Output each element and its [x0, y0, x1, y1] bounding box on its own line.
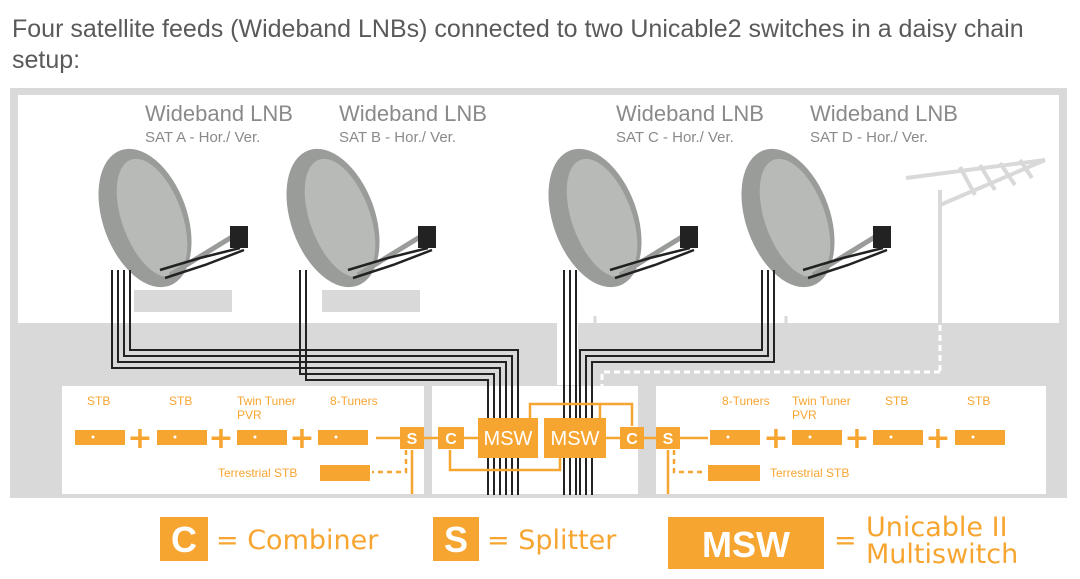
svg-text:=: =: [834, 525, 857, 556]
left-receiver-label-1: STB: [87, 394, 110, 408]
lnb-c-sub: SAT C - Hor./ Ver.: [616, 129, 734, 146]
legend-multiswitch: MSW = Unicable II Multiswitch: [668, 512, 1018, 570]
svg-text:C: C: [626, 431, 638, 448]
right-receiver-label-1: 8-Tuners: [722, 394, 770, 408]
lnb-d-label: Wideband LNB: [810, 101, 958, 126]
svg-text:C: C: [445, 431, 457, 448]
svg-text:= Combiner: = Combiner: [216, 525, 379, 556]
right-plus-1: +: [763, 421, 788, 456]
legend: C = Combiner S = Splitter MSW = Unicable…: [160, 512, 1018, 570]
left-receiver-4: [318, 430, 368, 445]
left-receiver-led-2: [173, 435, 177, 439]
satellite-dish-d: [741, 148, 891, 288]
svg-text:S: S: [663, 431, 674, 448]
svg-text:S: S: [444, 519, 468, 560]
left-receiver-label-3: Twin Tuner: [237, 394, 296, 408]
left-plus-1: +: [127, 421, 152, 456]
lnb-d-sub: SAT D - Hor./ Ver.: [810, 129, 928, 146]
left-receiver-label-3: PVR: [237, 408, 262, 422]
multiswitch-right: MSW: [544, 418, 606, 458]
right-receiver-led-1: [726, 435, 730, 439]
right-receiver-label-3: STB: [885, 394, 908, 408]
left-receiver-led-3: [253, 435, 257, 439]
right-receiver-1: [710, 430, 760, 445]
right-receiver-led-3: [889, 435, 893, 439]
terrestrial-stb-left: Terrestrial STB: [218, 465, 370, 481]
right-receiver-label-2: PVR: [792, 408, 817, 422]
left-plus-2: +: [208, 421, 233, 456]
right-receiver-led-4: [971, 435, 975, 439]
left-plus-3: +: [289, 421, 314, 456]
left-receiver-1: [75, 430, 125, 445]
legend-splitter: S = Splitter: [433, 517, 617, 561]
splitter-right: S: [656, 427, 680, 449]
left-receiver-led-4: [334, 435, 338, 439]
left-receiver-3: [237, 430, 287, 445]
satellite-dish-a: [98, 148, 248, 288]
svg-text:Terrestrial STB: Terrestrial STB: [770, 466, 849, 480]
right-receiver-4: [955, 430, 1005, 445]
coax-wiring: [376, 402, 708, 494]
right-plus-2: +: [844, 421, 869, 456]
left-receiver-led-1: [91, 435, 95, 439]
lnb-c-label: Wideband LNB: [616, 101, 764, 126]
legend-combiner: C = Combiner: [160, 517, 379, 561]
right-receiver-led-2: [808, 435, 812, 439]
svg-text:MSW: MSW: [702, 524, 790, 565]
lnb-b-sub: SAT B - Hor./ Ver.: [339, 129, 456, 146]
right-receiver-3: [873, 430, 923, 445]
splitter-left: S: [400, 427, 424, 449]
terrestrial-antenna-icon: [905, 158, 1046, 325]
right-receiver-label-2: Twin Tuner: [792, 394, 851, 408]
svg-text:Terrestrial STB: Terrestrial STB: [218, 466, 297, 480]
right-plus-3: +: [925, 421, 950, 456]
left-receiver-label-2: STB: [169, 394, 192, 408]
svg-text:Unicable II: Unicable II: [866, 512, 1008, 543]
diagram-title: Four satellite feeds (Wideband LNBs) con…: [12, 15, 1024, 74]
multiswitch-left: MSW: [478, 418, 538, 458]
combiner-left: C: [438, 427, 464, 449]
svg-text:C: C: [171, 519, 197, 560]
left-receiver-label-4: 8-Tuners: [330, 394, 378, 408]
right-receiver-2: [792, 430, 842, 445]
lnb-b-label: Wideband LNB: [339, 101, 487, 126]
lnb-a-sub: SAT A - Hor./ Ver.: [145, 129, 260, 146]
lnb-a-label: Wideband LNB: [145, 101, 293, 126]
satellite-dish-c: [548, 148, 698, 288]
svg-text:= Splitter: = Splitter: [487, 525, 617, 556]
svg-text:S: S: [407, 431, 418, 448]
right-receiver-label-4: STB: [967, 394, 990, 408]
satellite-dish-b: [286, 148, 436, 288]
terrestrial-stb-right: Terrestrial STB: [708, 465, 849, 481]
svg-text:Multiswitch: Multiswitch: [866, 539, 1018, 570]
combiner-right: C: [620, 427, 644, 449]
left-receiver-2: [157, 430, 207, 445]
svg-text:MSW: MSW: [551, 428, 600, 450]
svg-text:MSW: MSW: [484, 428, 533, 450]
